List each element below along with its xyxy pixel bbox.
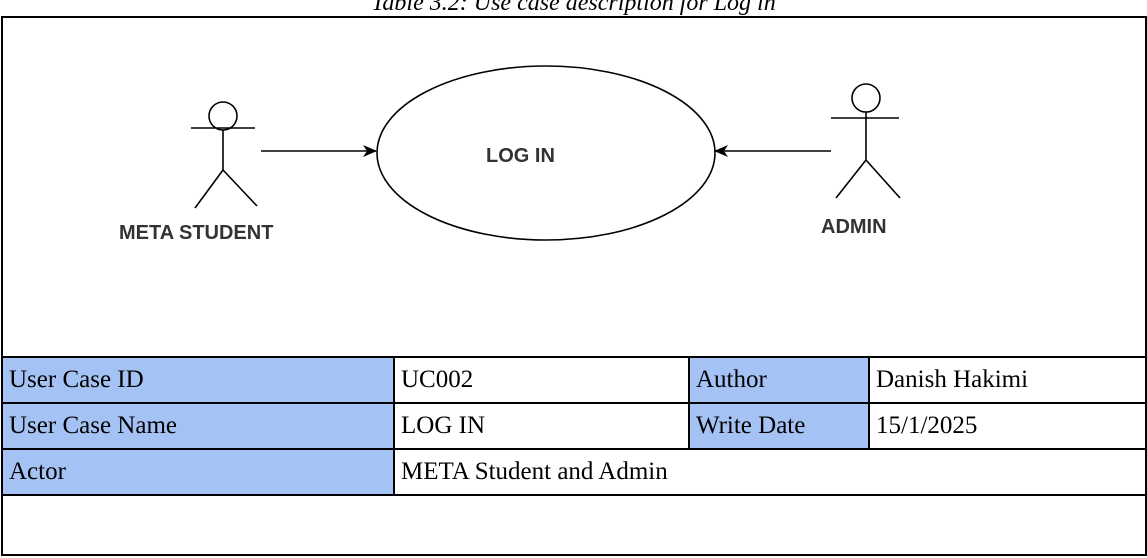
actor-right-label: ADMIN: [821, 216, 887, 238]
value-cell: META Student and Admin: [393, 448, 1147, 496]
value-cell: LOG IN: [393, 402, 690, 450]
table-row: Actor META Student and Admin: [1, 448, 1147, 496]
actor-left-label: META STUDENT: [119, 222, 274, 244]
value-cell: Danish Hakimi: [868, 356, 1147, 404]
label-cell: Actor: [1, 448, 395, 496]
table-row: User Case ID UC002 Author Danish Hakimi: [1, 356, 1147, 404]
value-cell: UC002: [393, 356, 690, 404]
use-case-label: LOG IN: [486, 145, 555, 167]
label-cell: Author: [688, 356, 870, 404]
label-cell: Write Date: [688, 402, 870, 450]
value-cell: 15/1/2025: [868, 402, 1147, 450]
table-caption: Table 3.2: Use case description for Log …: [371, 0, 776, 16]
use-case-diagram: LOG IN META STUDENT ADMIN: [3, 18, 1145, 356]
label-cell: User Case Name: [1, 402, 395, 450]
use-case-details: User Case ID UC002 Author Danish Hakimi …: [1, 356, 1147, 496]
table-row: User Case Name LOG IN Write Date 15/1/20…: [1, 402, 1147, 450]
diagram-canvas: [191, 65, 901, 241]
use-case-table: LOG IN META STUDENT ADMIN User Case ID U…: [1, 16, 1147, 556]
label-cell: User Case ID: [1, 356, 395, 404]
actor-right-figure: [831, 83, 901, 199]
actor-left-figure: [191, 101, 258, 209]
